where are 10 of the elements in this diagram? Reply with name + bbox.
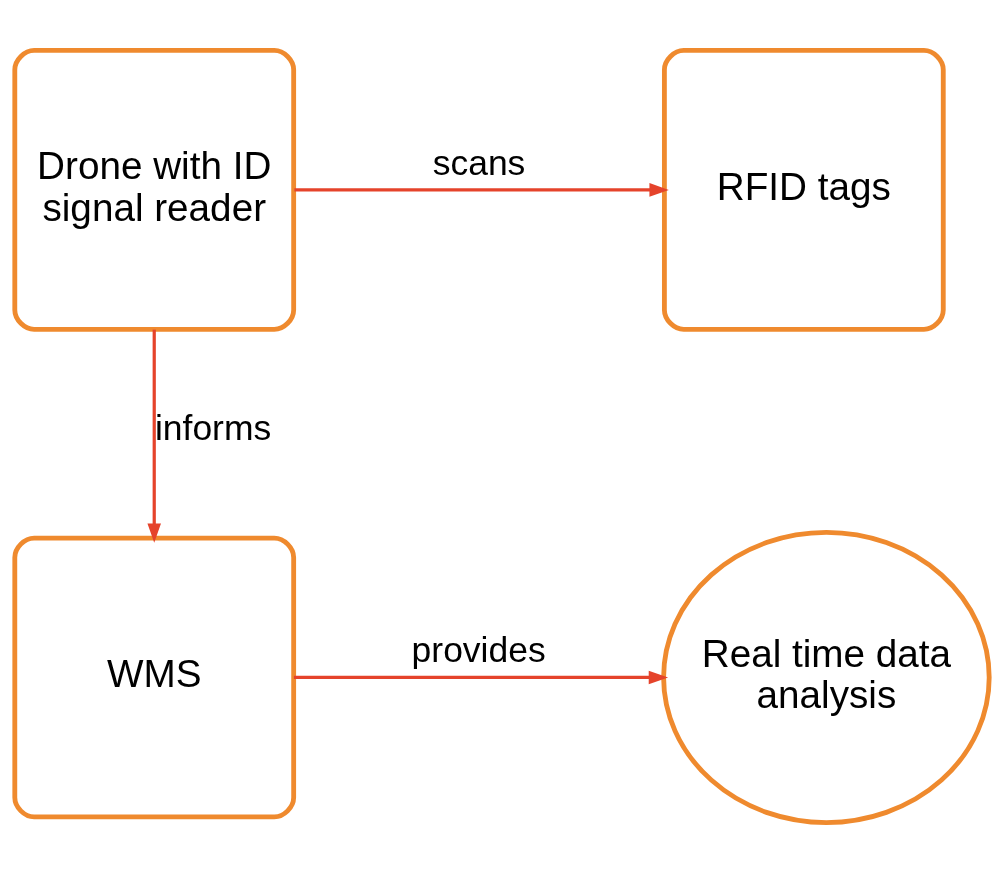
edge-label: provides xyxy=(411,629,546,670)
arrow xyxy=(147,329,161,543)
node-box: RFID tags xyxy=(662,47,946,332)
node-ellipse: Real time data analysis xyxy=(661,529,992,825)
edge-label: informs xyxy=(154,407,272,448)
arrow xyxy=(294,182,669,197)
edge-label: scans xyxy=(432,142,526,183)
arrow xyxy=(293,670,669,684)
node-box: WMS xyxy=(12,535,297,819)
node-box: Drone with ID signal reader xyxy=(12,47,297,332)
